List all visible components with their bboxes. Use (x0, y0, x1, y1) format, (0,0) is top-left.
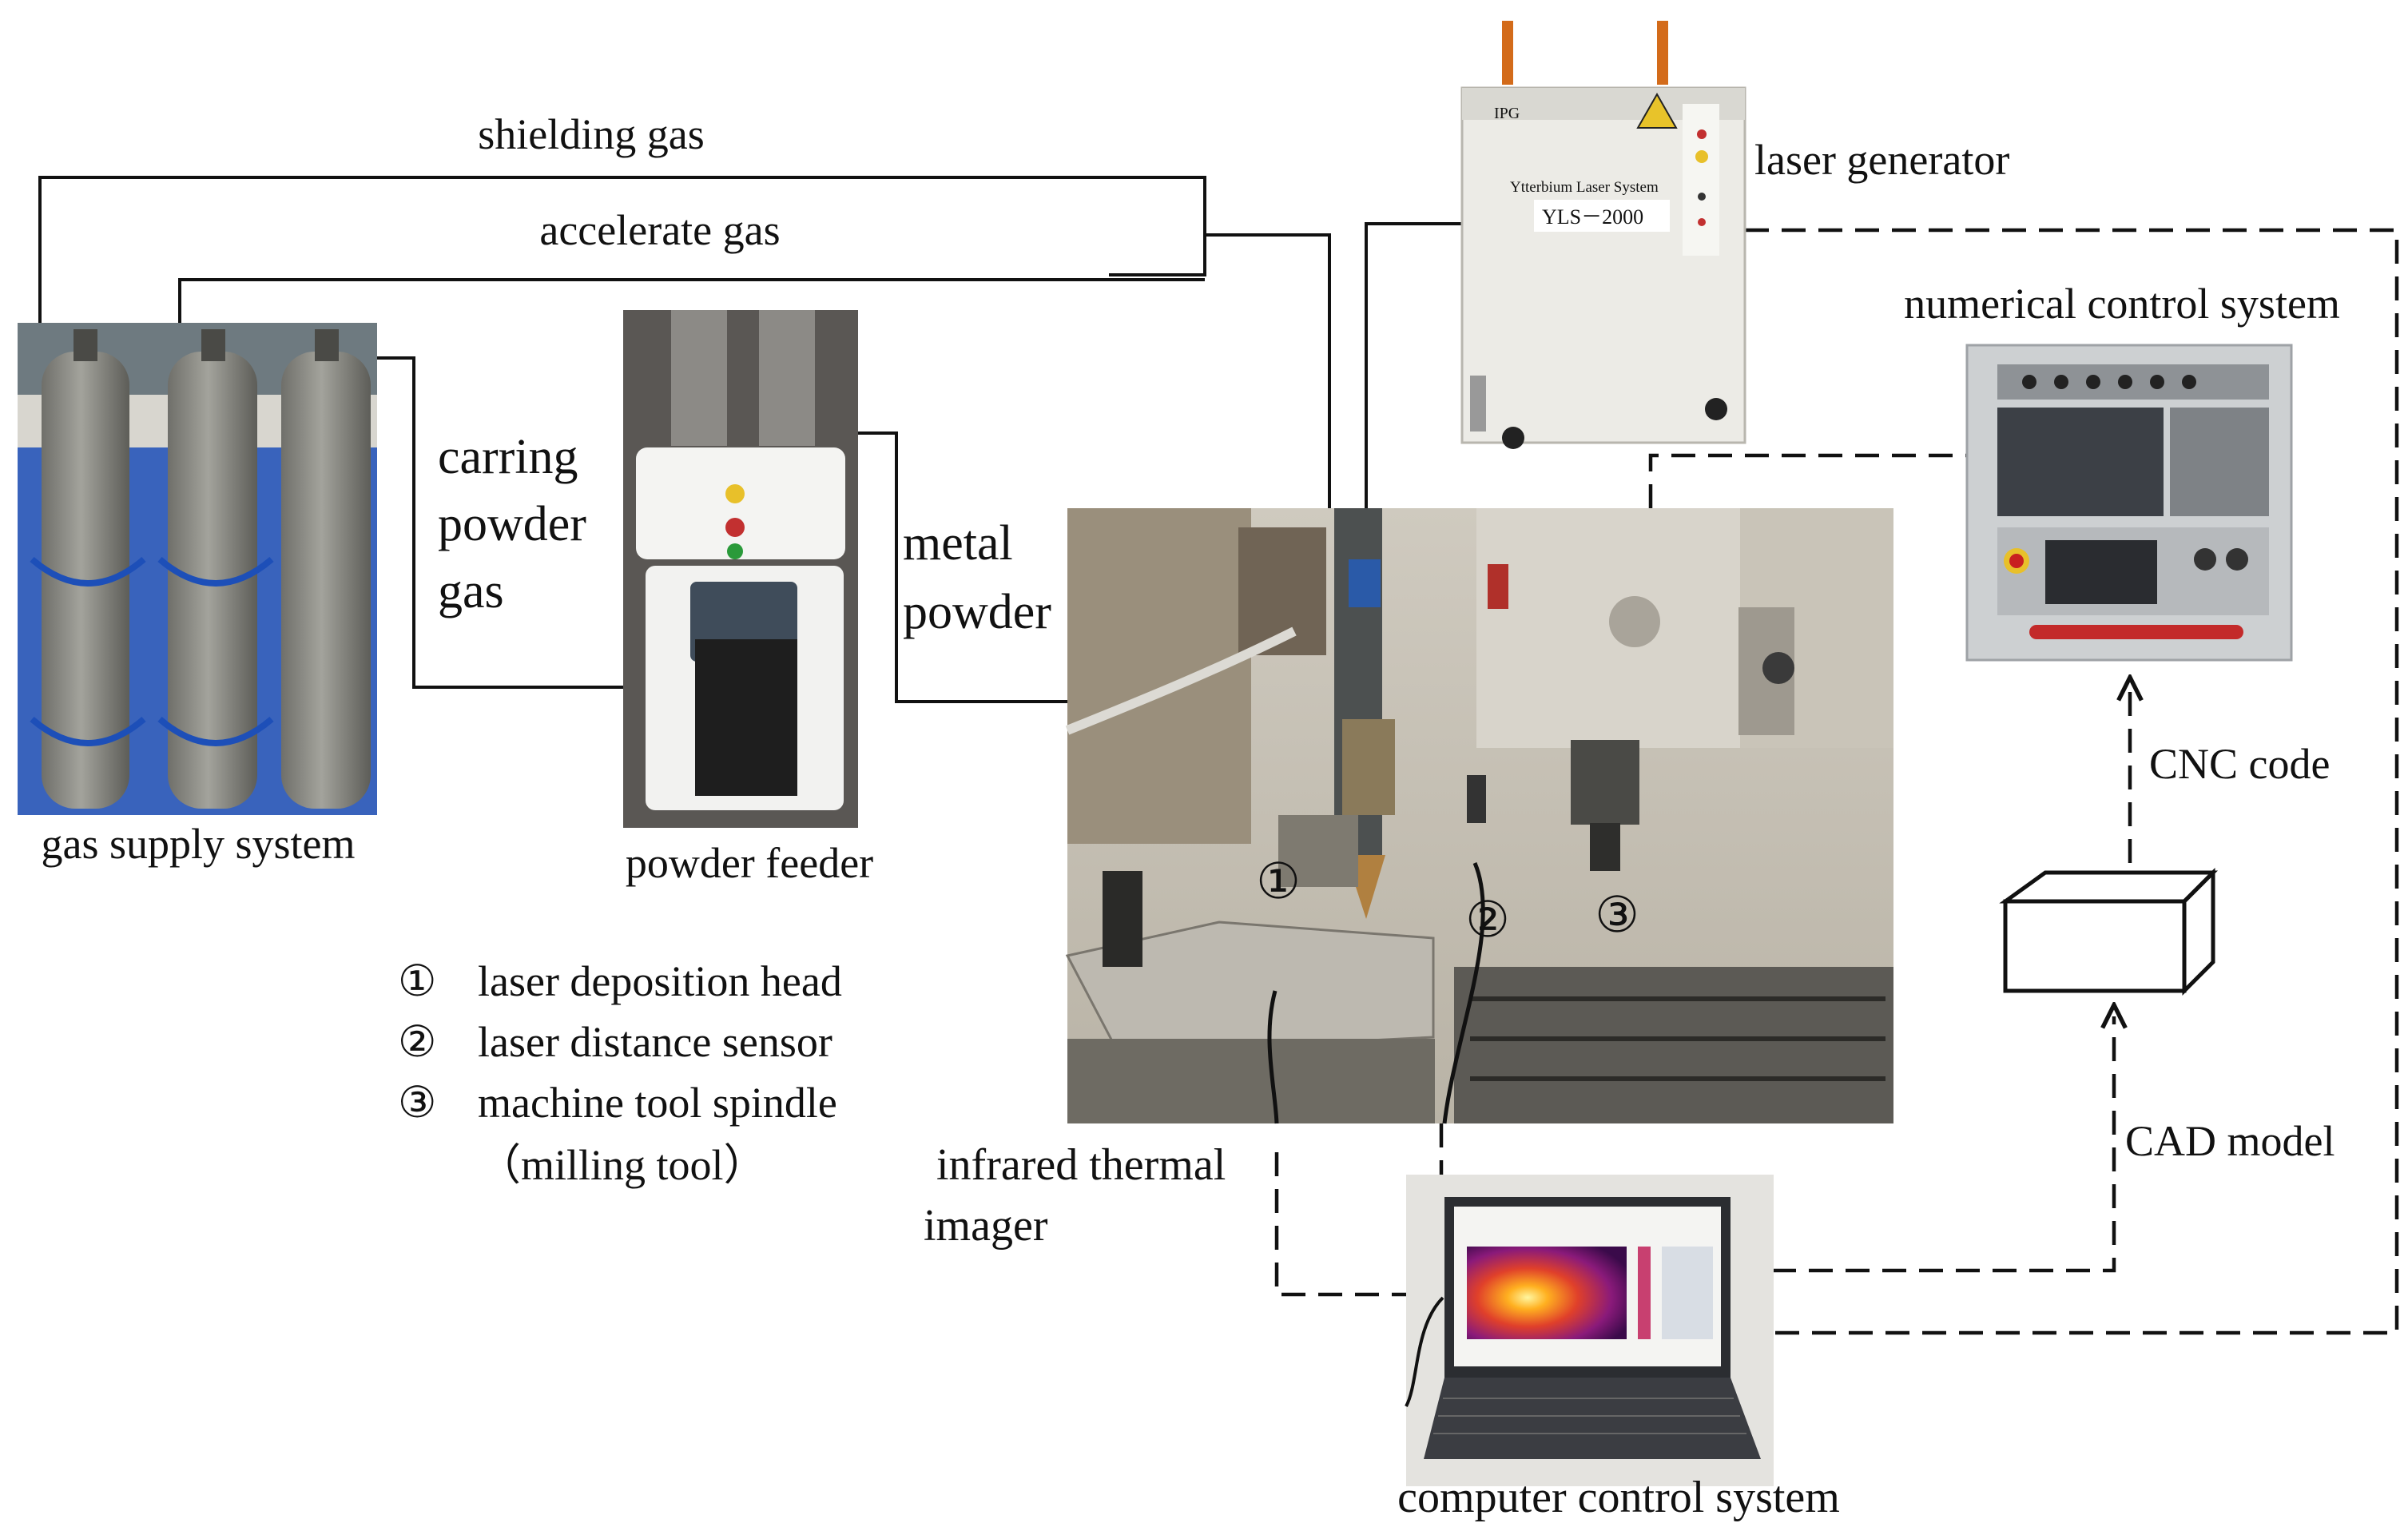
computer-photo (1405, 1175, 1774, 1486)
legend-text: laser deposition head (478, 957, 842, 1005)
laser-system-text: Ytterbium Laser System (1510, 179, 1659, 196)
legend-text: machine tool spindle (478, 1079, 837, 1127)
spindle-to-nc-dashed (1648, 453, 1967, 508)
legend-marker: ① (398, 957, 436, 1005)
powder-feeder-photo (623, 310, 858, 828)
label-gas-supply: gas supply system (41, 820, 355, 868)
label-infrared-line2: imager (924, 1201, 1048, 1251)
imager-to-computer-dashed (1274, 1152, 1422, 1297)
label-accelerate-gas: accelerate gas (539, 206, 780, 254)
marker-one: ① (1256, 855, 1301, 909)
shielding-gas-to-head (1205, 233, 1331, 508)
label-cad-model: CAD model (2125, 1117, 2335, 1165)
label-gas: gas (438, 564, 504, 618)
numerical-control-photo (1965, 344, 2293, 662)
label-numerical-control: numerical control system (1904, 280, 2340, 328)
label-metal: metal (903, 516, 1013, 571)
label-laser-generator: laser generator (1754, 136, 2009, 184)
shielding-gas-line (38, 176, 1206, 336)
metal-powder-line (829, 431, 1067, 703)
machine-photo: ① ② ③ (1065, 508, 1893, 1124)
laser-brand-text: IPG (1494, 105, 1520, 122)
marker-three: ③ (1595, 889, 1639, 943)
diagram-labels: shielding gas accelerate gas carring pow… (41, 110, 2339, 1522)
laser-generator-photo: IPG Ytterbium Laser System YLS－2000 (1460, 21, 1746, 449)
label-metal-powder: powder (903, 585, 1051, 639)
label-powder-feeder: powder feeder (626, 839, 873, 887)
legend-marker: ③ (398, 1079, 436, 1127)
legend: ① laser deposition head ② laser distance… (398, 957, 842, 1189)
label-infrared-line1: infrared thermal (936, 1140, 1226, 1190)
laser-model-text: YLS－2000 (1542, 205, 1643, 229)
legend-marker: ② (398, 1018, 436, 1066)
laser-to-computer-dashed (1745, 228, 2399, 1335)
label-powder: powder (438, 497, 586, 551)
computer-to-cad-dashed (1772, 1016, 2114, 1273)
label-shielding-gas: shielding gas (478, 110, 704, 158)
legend-text: laser distance sensor (478, 1018, 832, 1066)
accelerate-gas-line (178, 278, 1205, 336)
label-carring: carring (438, 430, 578, 484)
gas-cylinders (42, 329, 371, 809)
cad-model-cube (1999, 867, 2219, 996)
label-computer-control: computer control system (1397, 1473, 1840, 1522)
laser-fiber-line (1365, 222, 1462, 508)
gas-supply-photo (18, 323, 377, 815)
marker-two: ② (1465, 893, 1510, 948)
label-cnc-code: CNC code (2149, 740, 2330, 788)
legend-text: （milling tool） (478, 1141, 767, 1189)
